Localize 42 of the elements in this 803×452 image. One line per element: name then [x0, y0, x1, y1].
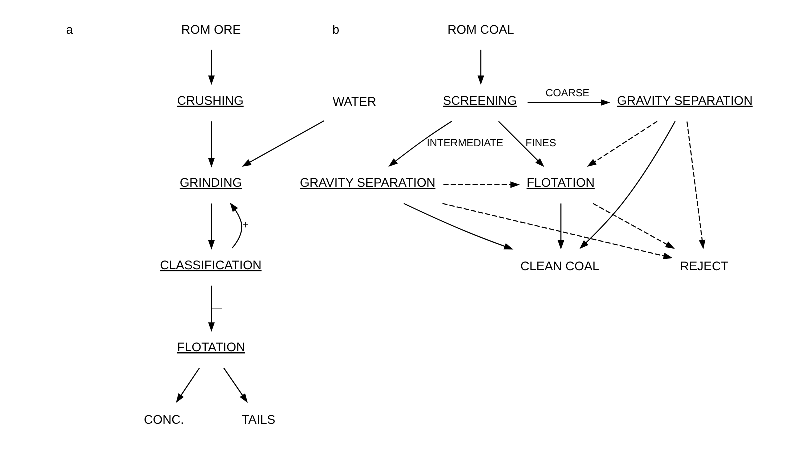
arrow [242, 120, 325, 167]
arrow [580, 121, 676, 250]
node-text: FLOTATION [177, 340, 246, 354]
arrow [442, 203, 674, 260]
arrow [686, 122, 706, 250]
arrow [478, 50, 484, 86]
edge-label: — [212, 302, 222, 314]
node-text: CLASSIFICATION [160, 258, 262, 272]
node-text: GRAVITY SEPARATION [300, 176, 436, 190]
node-text: TAILS [242, 413, 276, 428]
arrow [587, 121, 658, 168]
arrow [404, 203, 514, 250]
label: b [332, 24, 340, 38]
arrow [528, 99, 610, 106]
node-text: CLEAN COAL [520, 259, 600, 274]
node-text: FLOTATION [526, 176, 595, 190]
arrow [208, 50, 215, 86]
node-text: CONC. [144, 413, 184, 428]
label: a [66, 24, 74, 38]
edge-label: COARSE [546, 88, 590, 100]
arrow [230, 202, 243, 249]
node-text: REJECT [680, 259, 729, 274]
node-text: ROM ORE [182, 23, 242, 38]
arrow [224, 368, 248, 404]
arrow [558, 204, 564, 250]
arrow [176, 368, 200, 404]
node-text: SCREENING [443, 94, 518, 108]
node-text: WATER [332, 94, 376, 109]
edge-label: INTERMEDIATE [426, 138, 504, 150]
arrow [208, 204, 215, 250]
arrow [444, 182, 520, 188]
arrow [208, 286, 215, 332]
arrow [592, 203, 676, 250]
node-text: CRUSHING [177, 94, 244, 108]
edge-label: + [242, 220, 249, 232]
arrow [388, 121, 452, 167]
node-text: ROM COAL [448, 23, 514, 38]
node-text: GRAVITY SEPARATION [617, 94, 753, 108]
edge-label: FINES [526, 138, 556, 150]
arrow [498, 121, 545, 168]
node-text: GRINDING [180, 176, 242, 190]
arrow [208, 122, 215, 168]
